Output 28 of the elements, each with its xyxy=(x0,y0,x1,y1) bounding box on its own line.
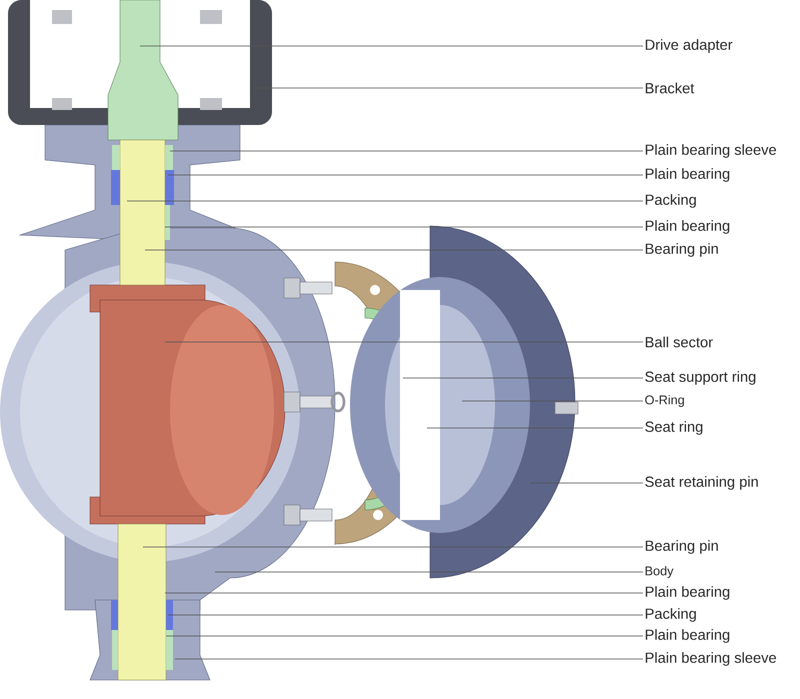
leader-line xyxy=(126,200,644,202)
part-label: Seat retaining pin xyxy=(645,476,758,490)
part-label: Plain bearing xyxy=(646,629,730,643)
part-label: Packing xyxy=(646,608,696,622)
part-label: Plain bearing xyxy=(646,168,730,182)
leader-line xyxy=(164,592,644,594)
part-label: O-Ring xyxy=(645,395,684,407)
part-label: Seat support ring xyxy=(645,371,756,385)
part-label: Plain bearing xyxy=(646,220,730,234)
leader-line xyxy=(462,400,644,402)
leader-line xyxy=(174,658,644,660)
leader-line xyxy=(168,174,644,176)
leader-line xyxy=(164,226,644,228)
part-label: Bearing pin xyxy=(646,243,718,257)
part-label: Seat ring xyxy=(645,421,702,435)
leader-line xyxy=(170,150,644,152)
leader-line xyxy=(530,482,644,484)
part-label: Packing xyxy=(646,194,696,208)
part-label: Ball sector xyxy=(646,336,713,348)
part-label: Plain bearing xyxy=(646,586,730,600)
part-label: Bearing pin xyxy=(646,540,718,554)
part-label: Body xyxy=(646,566,674,578)
leader-line xyxy=(168,614,644,616)
part-label: Bracket xyxy=(646,82,694,94)
leader-line xyxy=(142,546,644,548)
part-label: Plain bearing sleeve xyxy=(646,652,776,666)
part-label: Drive adapter xyxy=(646,39,732,53)
part-label: Plain bearing sleeve xyxy=(646,144,776,158)
